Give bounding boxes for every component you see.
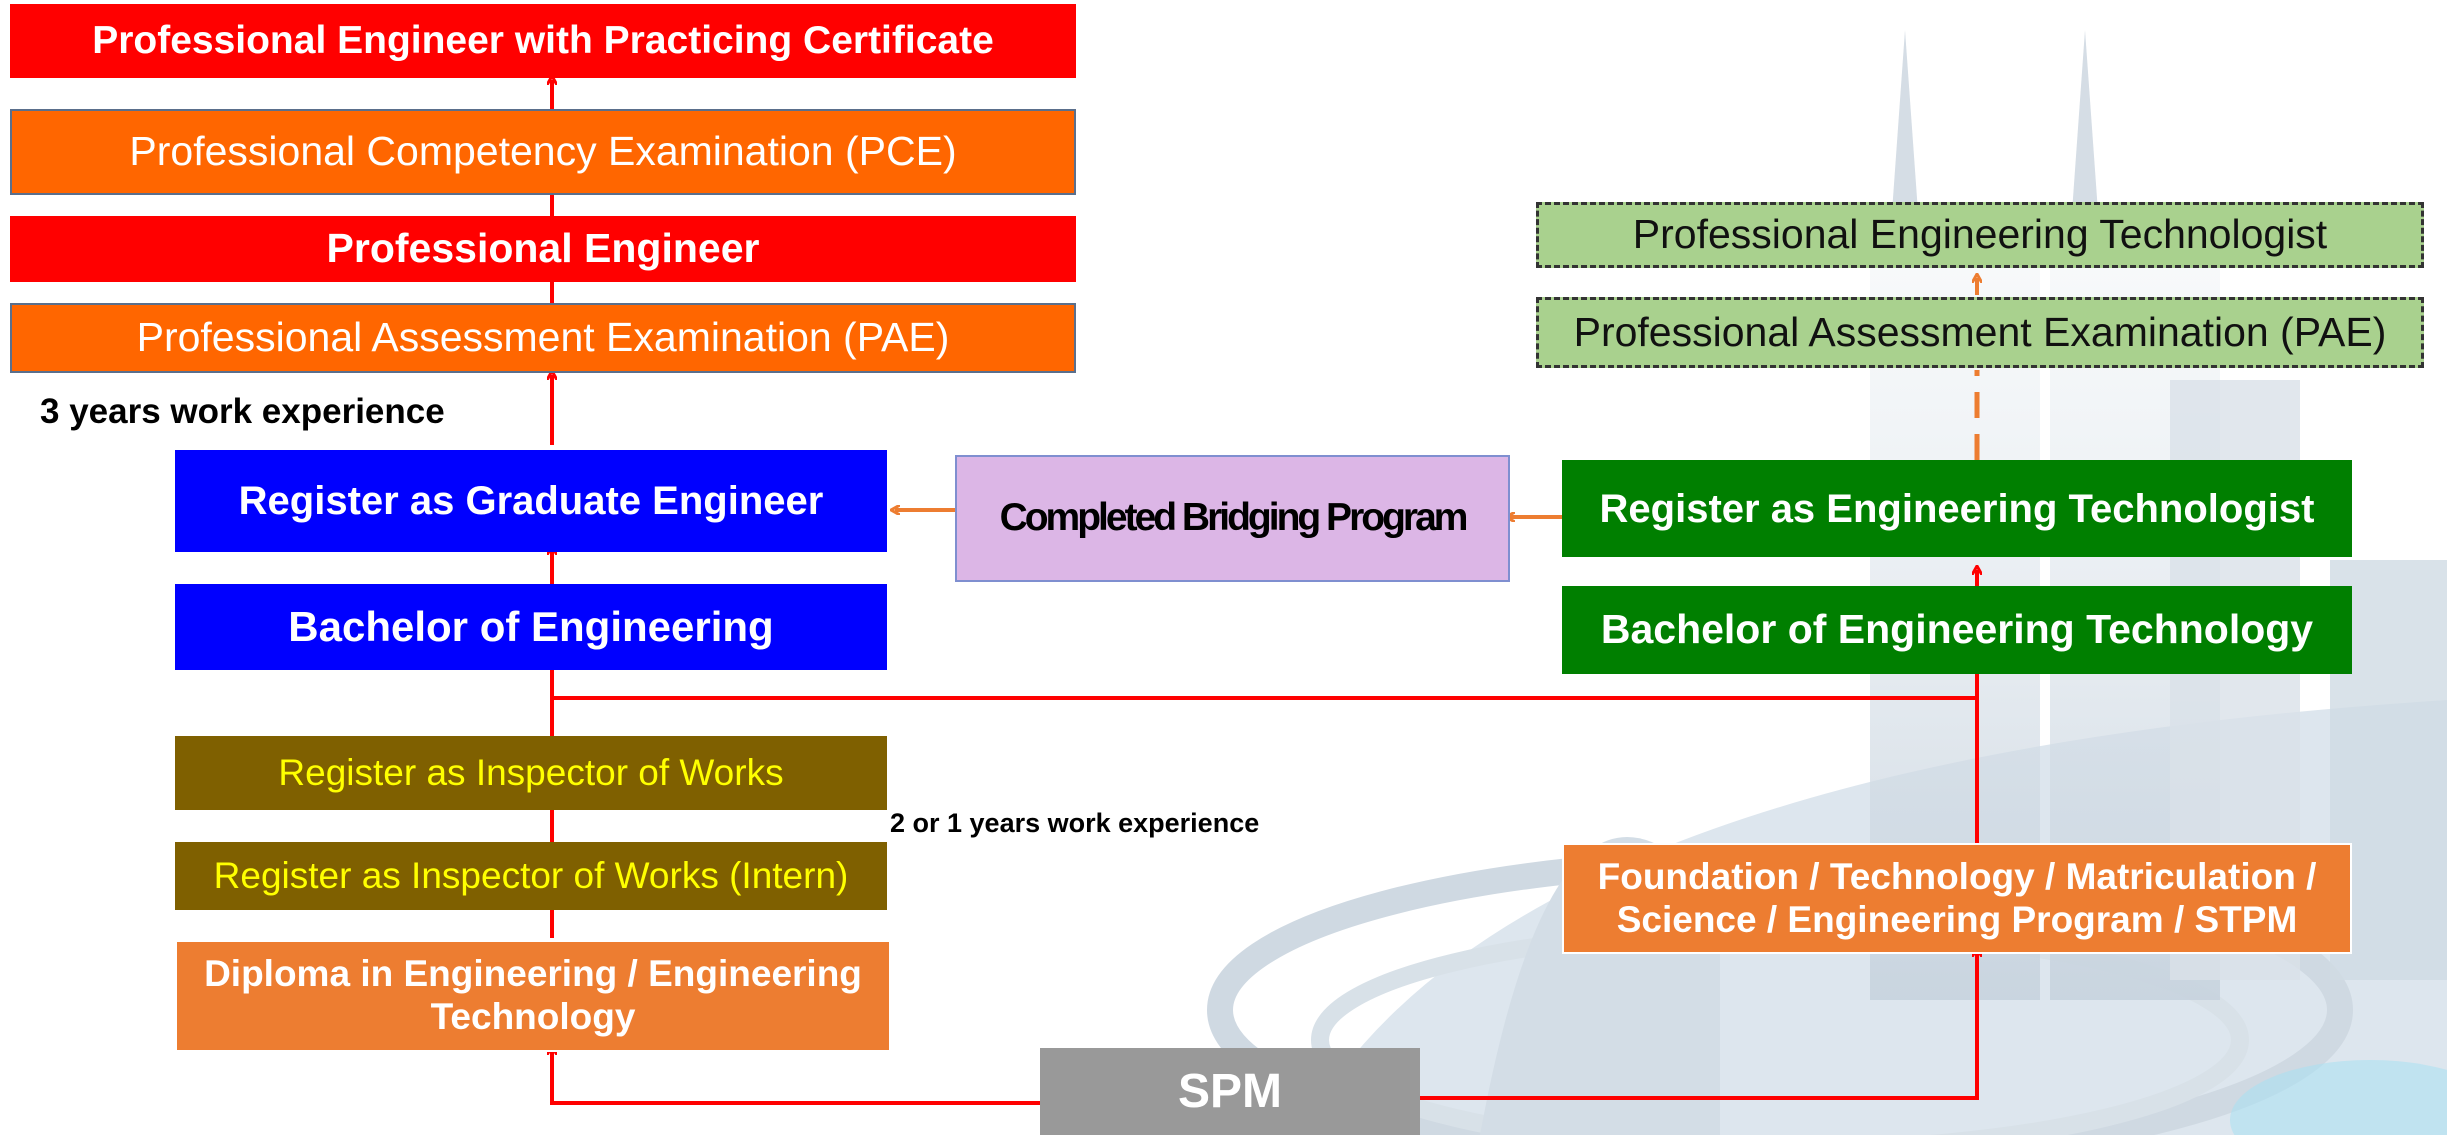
box-graduate-engineer: Register as Graduate Engineer bbox=[175, 450, 887, 552]
box-pae-engineer: Professional Assessment Examination (PAE… bbox=[10, 303, 1076, 373]
note-2-or-1-years-experience: 2 or 1 years work experience bbox=[890, 808, 1260, 838]
box-spm: SPM bbox=[1040, 1048, 1420, 1135]
box-pe-practicing-certificate: Professional Engineer with Practicing Ce… bbox=[10, 4, 1076, 78]
box-bachelor-engineering: Bachelor of Engineering bbox=[175, 584, 887, 670]
box-foundation-programs: Foundation / Technology / Matriculation … bbox=[1562, 843, 2352, 954]
note-3-years-experience: 3 years work experience bbox=[40, 392, 445, 431]
box-pae-technologist: Professional Assessment Examination (PAE… bbox=[1536, 297, 2424, 368]
box-inspector-of-works: Register as Inspector of Works bbox=[175, 736, 887, 810]
box-professional-engineering-technologist: Professional Engineering Technologist bbox=[1536, 202, 2424, 268]
box-inspector-intern: Register as Inspector of Works (Intern) bbox=[175, 842, 887, 910]
box-bridging-program: Completed Bridging Program bbox=[955, 455, 1510, 582]
box-bachelor-technology: Bachelor of Engineering Technology bbox=[1562, 586, 2352, 674]
box-pce: Professional Competency Examination (PCE… bbox=[10, 109, 1076, 195]
box-professional-engineer: Professional Engineer bbox=[10, 216, 1076, 282]
box-diploma: Diploma in Engineering / Engineering Tec… bbox=[175, 940, 891, 1052]
box-register-technologist: Register as Engineering Technologist bbox=[1562, 460, 2352, 557]
